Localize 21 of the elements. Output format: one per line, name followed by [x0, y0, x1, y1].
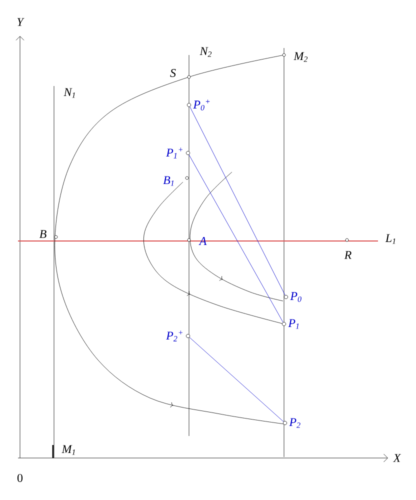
labelled-point: P$_{2}$ [282, 418, 300, 428]
labelled-point: P$_{0}$ [284, 292, 302, 302]
point-label: S [170, 68, 176, 77]
point-label: R [344, 251, 352, 259]
point-label: M$_{2}$ [294, 52, 308, 62]
point-label: M$_{1}$ [62, 445, 75, 455]
axis-label: Y [17, 18, 24, 26]
point-label: B$_{1}$ [163, 176, 174, 186]
point-label: B [39, 230, 46, 238]
line-segment [190, 106, 286, 296]
line-label: N$_{2}$ [200, 47, 212, 57]
line-segment [189, 337, 284, 422]
node-label: P$_{1}$ [288, 319, 299, 329]
labelled-point: P$_{1}$ [282, 319, 299, 329]
line-label: N$_{1}$ [64, 88, 75, 98]
node-label: P$_{2}$ [289, 418, 300, 428]
node-label: P$_{0}$ [290, 292, 302, 302]
axis-label: X [392, 454, 402, 462]
line-label: L$_{1}$ [385, 234, 396, 244]
line-segment [188, 154, 284, 322]
origin-label: 0 [17, 474, 23, 482]
